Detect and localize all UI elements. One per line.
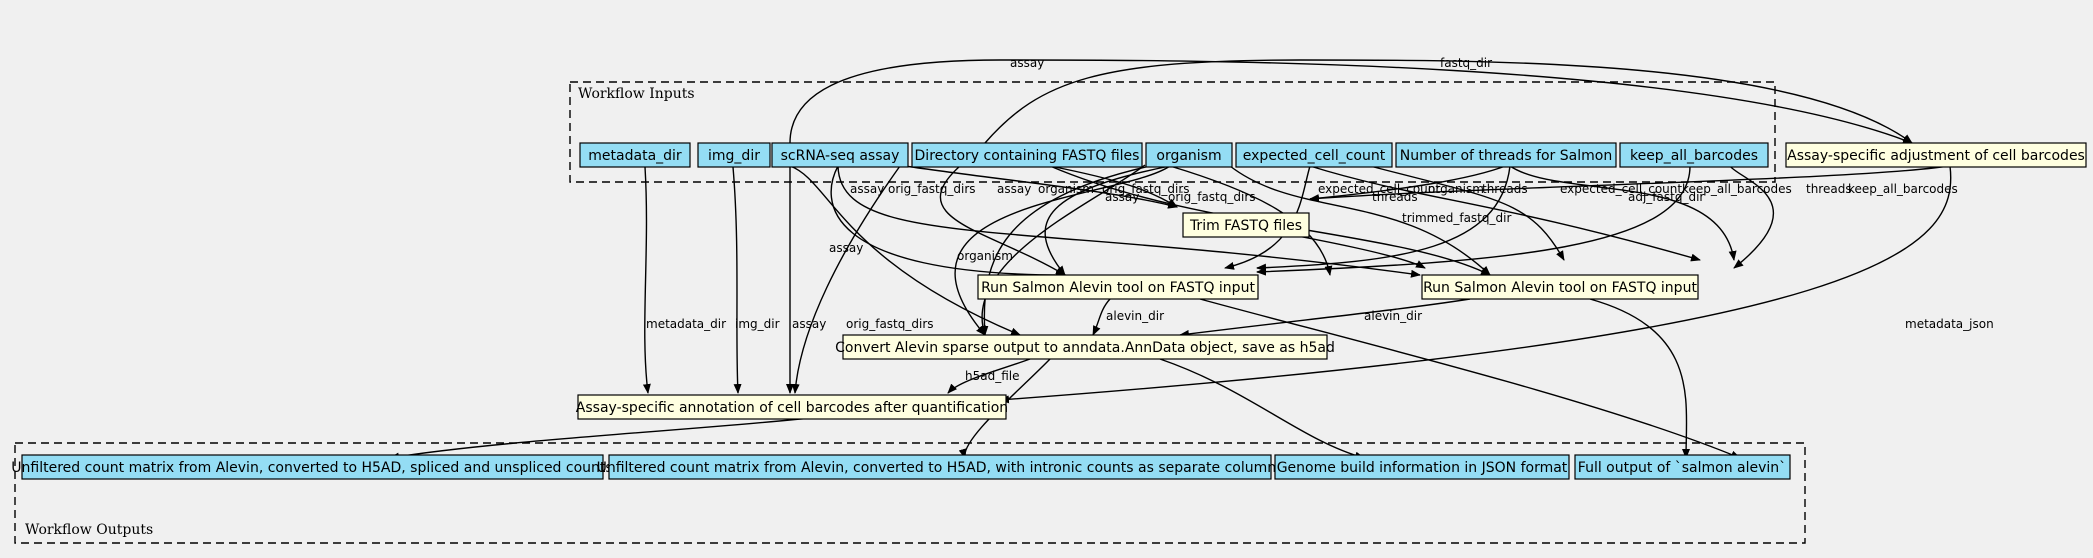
edge-label-expected-cell-count: expected_cell_count: [1318, 182, 1440, 196]
output-h5ad-intronic-label: Unfiltered count matrix from Alevin, con…: [597, 460, 1284, 476]
edge-label-threads: threads: [1806, 182, 1852, 196]
input-nodes: metadata_dir img_dir scRNA-seq assay Dir…: [579, 142, 1769, 168]
output-nodes: Unfiltered count matrix from Alevin, con…: [11, 454, 1791, 480]
input-organism-label: organism: [1156, 148, 1221, 164]
step-adjust-barcodes-label: Assay-specific adjustment of cell barcod…: [1787, 148, 2085, 164]
step-nodes: Assay-specific adjustment of cell barcod…: [576, 142, 2087, 420]
step-adjust-barcodes[interactable]: Assay-specific adjustment of cell barcod…: [1785, 142, 2087, 168]
step-trim-fastq-label: Trim FASTQ files: [1189, 218, 1302, 234]
input-metadata-dir[interactable]: metadata_dir: [579, 142, 691, 168]
input-metadata-dir-label: metadata_dir: [588, 148, 682, 164]
step-salmon-alevin-2[interactable]: Run Salmon Alevin tool on FASTQ input: [1421, 274, 1699, 300]
input-expected-cell-count[interactable]: expected_cell_count: [1235, 142, 1393, 168]
edge-label-keep-all-barcodes: keep_all_barcodes: [1848, 182, 1958, 196]
input-keep-all-barcodes-label: keep_all_barcodes: [1630, 148, 1758, 164]
edge-label-orig-fastq-dirs: orig_fastq_dirs: [1102, 182, 1190, 196]
edge-label-adj-fastq-dir: adj_fastq_dir: [1628, 190, 1704, 204]
output-genome-build[interactable]: Genome build information in JSON format: [1274, 454, 1570, 480]
edge-label-fastq-dir: fastq_dir: [1440, 56, 1492, 70]
edge-label-threads: threads: [1482, 182, 1528, 196]
edge-label-threads: threads: [1372, 190, 1418, 204]
input-expected-cell-count-label: expected_cell_count: [1243, 148, 1386, 164]
output-h5ad-spliced[interactable]: Unfiltered count matrix from Alevin, con…: [11, 454, 613, 480]
step-annotate-barcodes-label: Assay-specific annotation of cell barcod…: [576, 400, 1008, 416]
edge-label-expected-cell-count: expected_cell_count: [1560, 182, 1682, 196]
input-threads-label: Number of threads for Salmon: [1400, 148, 1612, 164]
edge-labels: assay fastq_dir assay orig_fastq_dirs th…: [646, 56, 1994, 383]
edge-label-assay: assay: [850, 182, 884, 196]
edge-label-metadata-json: metadata_json: [1905, 317, 1994, 331]
output-full-salmon-alevin-label: Full output of `salmon alevin`: [1578, 460, 1786, 476]
output-h5ad-intronic[interactable]: Unfiltered count matrix from Alevin, con…: [597, 454, 1284, 480]
input-img-dir[interactable]: img_dir: [697, 142, 771, 168]
input-fastq-dir-label: Directory containing FASTQ files: [915, 148, 1140, 164]
input-assay[interactable]: scRNA-seq assay: [771, 142, 909, 168]
input-threads[interactable]: Number of threads for Salmon: [1395, 142, 1617, 168]
input-img-dir-label: img_dir: [708, 148, 760, 164]
output-full-salmon-alevin[interactable]: Full output of `salmon alevin`: [1574, 454, 1791, 480]
step-convert-h5ad-label: Convert Alevin sparse output to anndata.…: [835, 340, 1335, 356]
edge-label-organism: organism: [1038, 182, 1094, 196]
inputs-cluster-label: Workflow Inputs: [578, 86, 695, 102]
edge-label-organism: organism: [957, 249, 1013, 263]
edge-label-assay: assay: [997, 182, 1031, 196]
edge-label-alevin-dir: alevin_dir: [1106, 309, 1164, 323]
outputs-cluster-label: Workflow Outputs: [25, 522, 153, 538]
edge-label-orig-fastq-dirs: orig_fastq_dirs: [888, 182, 976, 196]
input-keep-all-barcodes[interactable]: keep_all_barcodes: [1619, 142, 1769, 168]
edge-label-assay: assay: [829, 241, 863, 255]
input-organism[interactable]: organism: [1145, 142, 1233, 168]
step-trim-fastq[interactable]: Trim FASTQ files: [1182, 212, 1310, 238]
edge-label-assay: assay: [792, 317, 826, 331]
edge-label-metadata-dir: metadata_dir: [646, 317, 726, 331]
inputs-cluster: [569, 81, 1776, 183]
edge-label-keep-all-barcodes: keep_all_barcodes: [1682, 182, 1792, 196]
output-h5ad-spliced-label: Unfiltered count matrix from Alevin, con…: [11, 460, 612, 476]
input-assay-label: scRNA-seq assay: [781, 148, 900, 164]
output-genome-build-label: Genome build information in JSON format: [1277, 460, 1568, 476]
edge-label-trimmed-fastq-dir: trimmed_fastq_dir: [1402, 211, 1511, 225]
edge-label-alevin-dir: alevin_dir: [1364, 309, 1422, 323]
step-salmon-alevin-1-label: Run Salmon Alevin tool on FASTQ input: [981, 280, 1255, 296]
edge-label-orig-fastq-dirs: orig_fastq_dirs: [846, 317, 934, 331]
step-salmon-alevin-2-label: Run Salmon Alevin tool on FASTQ input: [1423, 280, 1697, 296]
edge-label-img-dir: img_dir: [735, 317, 780, 331]
edge-label-assay: assay: [1010, 56, 1044, 70]
step-convert-h5ad[interactable]: Convert Alevin sparse output to anndata.…: [835, 334, 1335, 360]
step-salmon-alevin-1[interactable]: Run Salmon Alevin tool on FASTQ input: [977, 274, 1259, 300]
edge-label-assay: assay: [1105, 190, 1139, 204]
edge-label-orig-fastq-dirs: orig_fastq_dirs: [1168, 190, 1256, 204]
edge-label-organism: organism: [1428, 182, 1484, 196]
outputs-cluster: [14, 442, 1806, 544]
step-annotate-barcodes[interactable]: Assay-specific annotation of cell barcod…: [576, 394, 1008, 420]
input-fastq-dir[interactable]: Directory containing FASTQ files: [911, 142, 1143, 168]
edge-label-h5ad-file: h5ad_file: [965, 369, 1020, 383]
